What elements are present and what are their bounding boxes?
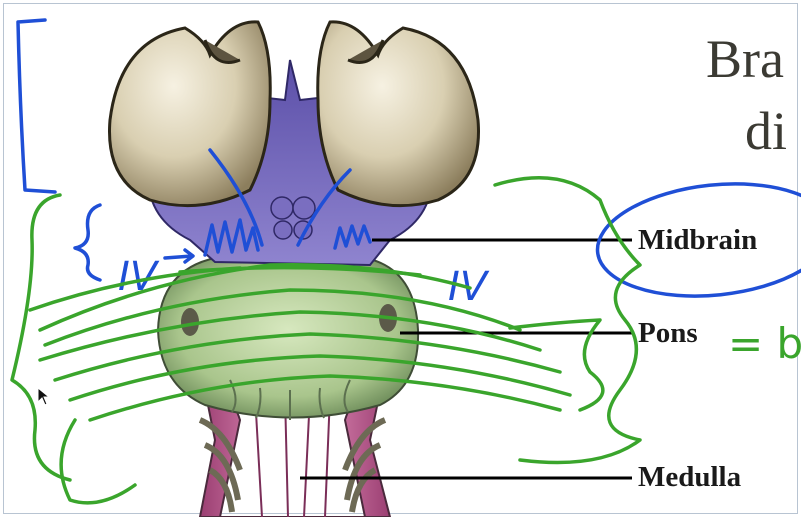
mouse-pointer-icon	[37, 386, 51, 406]
medulla-right-rootlets	[342, 417, 387, 513]
colliculus-lower-left	[273, 220, 293, 240]
green-hatch-2	[43, 288, 522, 347]
green-loop-right	[508, 318, 605, 412]
blue-arrow	[163, 248, 195, 264]
green-hatch-6	[88, 374, 562, 422]
green-hatch-7	[28, 265, 422, 312]
right-hemisphere	[316, 20, 480, 208]
right-hemisphere-notch	[347, 39, 385, 64]
blue-strokes-center	[208, 148, 352, 247]
colliculus-upper-left	[270, 196, 294, 220]
blue-brace-midbrain	[73, 203, 102, 282]
slide-title-line2: di	[745, 101, 788, 161]
green-hatch-5	[68, 354, 572, 402]
label-pons: Pons	[638, 317, 698, 349]
blue-circle-around-midbrain	[595, 182, 801, 298]
pons-ridges	[229, 379, 351, 420]
label-midbrain: Midbrain	[638, 224, 758, 256]
label-medulla: Medulla	[638, 461, 742, 493]
left-hemisphere	[108, 20, 272, 208]
blue-ink-annotations	[16, 18, 801, 298]
medulla-fibers	[254, 394, 331, 517]
green-equals-note: = b	[728, 319, 801, 368]
green-brace-right	[493, 175, 642, 465]
blue-zigzag-right	[333, 224, 372, 250]
left-trigeminal-root	[181, 308, 199, 336]
left-hemisphere-notch	[203, 39, 241, 64]
blue-bracket-top	[16, 18, 57, 194]
colliculus-upper-right	[292, 196, 316, 220]
green-hatch-4	[53, 332, 562, 382]
slide-title-line1: Bra	[706, 29, 784, 89]
green-brace-left	[10, 193, 72, 482]
green-ink-annotations	[10, 175, 642, 505]
green-loop-bottom-left	[59, 418, 137, 505]
medulla-left-rootlets	[198, 417, 243, 513]
blue-zigzag-left	[203, 218, 260, 257]
green-hatch-3	[38, 310, 542, 362]
